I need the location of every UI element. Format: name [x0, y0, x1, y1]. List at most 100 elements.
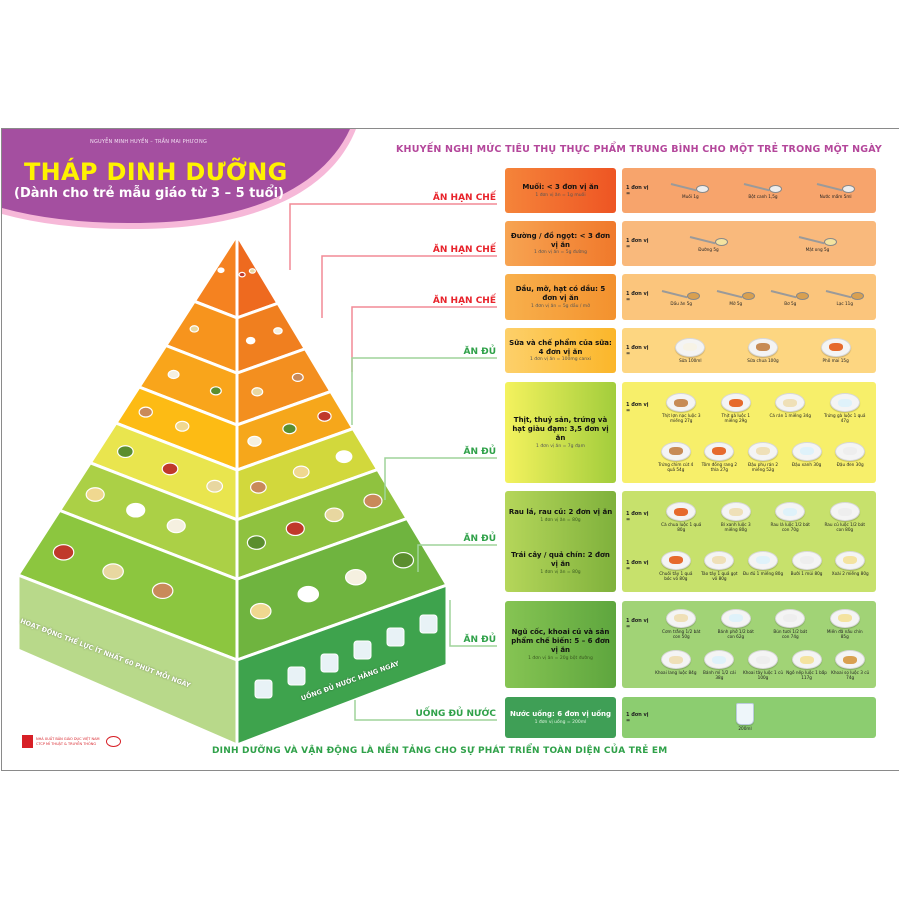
header-blob: [2, 129, 350, 224]
level-label: UỐNG ĐỦ NƯỚC: [415, 709, 496, 719]
category-title: Đường / đồ ngọt: < 3 đơn vị ăn: [510, 231, 611, 249]
example-item: Đu đủ 1 miếng 80g: [742, 550, 784, 576]
example-caption: Khoai sọ luộc 3 củ 74g: [831, 670, 870, 681]
example-item: Khoai sọ luộc 3 củ 74g: [829, 650, 871, 680]
food-icon: [850, 291, 864, 300]
food-item-icon: [126, 502, 146, 518]
food-item-icon: [52, 544, 75, 561]
food-item-icon: [324, 507, 344, 523]
example-item: Đậu xanh 30g: [786, 441, 828, 467]
category-group: Thịt, thuỷ sản, trứng và hạt giàu đạm: 3…: [508, 416, 613, 448]
food-icon: [728, 398, 743, 407]
example-item: Trứng gà luộc 1 quả 47g: [824, 393, 866, 423]
food-item-icon: [248, 268, 256, 274]
food-item-icon: [161, 462, 179, 476]
connector-line: [384, 457, 497, 500]
example-caption: Miến đã nấu chín 85g: [826, 628, 863, 639]
footer-slogan: DINH DƯỠNG VÀ VẬN ĐỘNG LÀ NỀN TẢNG CHO S…: [212, 746, 668, 756]
food-item-icon: [166, 518, 186, 534]
example-caption: Cá rán 1 miếng 34g: [769, 413, 812, 419]
spoon-icon: [671, 181, 710, 194]
example-item: Trứng chim cút 4 quả 54g: [655, 441, 697, 472]
unit-label: 1 đơn vị =: [626, 344, 649, 357]
food-icon: [799, 556, 814, 565]
level-label: ĂN ĐỦ: [463, 347, 496, 357]
food-icon: [783, 398, 798, 407]
plate-icon: [704, 650, 735, 670]
unit-label: 1 đơn vị =: [626, 291, 649, 303]
plate-icon: [720, 502, 751, 522]
category-title: Trái cây / quả chín: 2 đơn vị ăn: [511, 551, 610, 569]
connector-line: [289, 203, 497, 270]
food-item-icon: [175, 420, 190, 432]
food-icon: [712, 447, 727, 456]
plate-icon: [666, 502, 697, 522]
food-icon: [783, 507, 798, 516]
food-icon: [755, 343, 770, 352]
food-icon: [837, 614, 852, 623]
category-box: Ngũ cốc, khoai củ và sản phẩm chế biến: …: [505, 601, 616, 688]
food-icon: [843, 556, 858, 565]
food-icon: [687, 291, 701, 300]
example-caption: Lạc 11g: [836, 300, 854, 306]
example-item: Ngô nếp luộc 1 bắp 117g: [786, 650, 828, 680]
water-glass-icon: [254, 679, 273, 699]
plate-icon: [666, 393, 697, 413]
food-icon: [837, 507, 852, 516]
example-caption: Mỡ 5g: [729, 300, 743, 306]
connector-line: [351, 306, 497, 372]
plate-icon: [829, 502, 860, 522]
plate-icon: [835, 650, 866, 670]
publisher-name: NHÀ XUẤT BẢN GIÁO DỤC VIỆT NAM: [36, 736, 100, 741]
level-label: ĂN ĐỦ: [463, 635, 496, 645]
example-caption: Khoai tây luộc 1 củ 100g: [742, 670, 783, 681]
water-glass-icon: [736, 703, 754, 726]
category-note: 1 đơn vị ăn = 80g: [540, 517, 581, 523]
examples-line: 1 đơn vị =200ml: [626, 703, 872, 731]
level-label: ĂN HẠN CHẾ: [432, 296, 496, 306]
food-item-icon: [167, 369, 180, 380]
example-caption: Bột canh 1,5g: [748, 194, 778, 200]
food-item-icon: [250, 480, 267, 494]
category-note: 1 đơn vị ăn = 20g bột đường: [528, 655, 593, 661]
example-caption: Chuối tây 1 quả bóc vỏ 80g: [659, 570, 693, 581]
food-item-icon: [392, 551, 415, 569]
food-icon: [683, 343, 698, 352]
connector-line: [449, 600, 497, 647]
category-title: Rau lá, rau củ: 2 đơn vị ăn: [508, 508, 613, 517]
example-item: Mỡ 5g: [715, 288, 757, 306]
category-note: 1 đơn vị uống = 200ml: [534, 719, 587, 725]
example-item: Miến đã nấu chín 85g: [824, 608, 866, 639]
connector-line: [417, 544, 497, 572]
food-item-icon: [273, 327, 283, 335]
example-item: Bột canh 1,5g: [742, 181, 784, 199]
plate-icon: [835, 441, 866, 461]
category-title: Muối: < 3 đơn vị ăn: [522, 183, 599, 192]
example-caption: Dầu ăn 5g: [670, 300, 693, 306]
example-item: Chuối tây 1 quả bóc vỏ 80g: [655, 550, 697, 581]
example-caption: Tôm đồng rang 2 thìa 27g: [701, 461, 738, 472]
food-icon: [843, 655, 858, 664]
food-icon: [823, 238, 837, 247]
water-glass-icon: [386, 627, 405, 647]
example-item: Bún tươi 1/2 bát con 74g: [769, 608, 811, 639]
level-label: ĂN HẠN CHẾ: [432, 193, 496, 203]
example-item: Bơ 5g: [769, 288, 811, 306]
category-title: Dầu, mỡ, hạt có dầu: 5 đơn vị ăn: [515, 285, 606, 302]
poster-subtitle: (Dành cho trẻ mẫu giáo từ 3 – 5 tuổi): [14, 186, 284, 201]
example-item: Rau lá luộc 1/2 bát con 70g: [769, 502, 811, 532]
